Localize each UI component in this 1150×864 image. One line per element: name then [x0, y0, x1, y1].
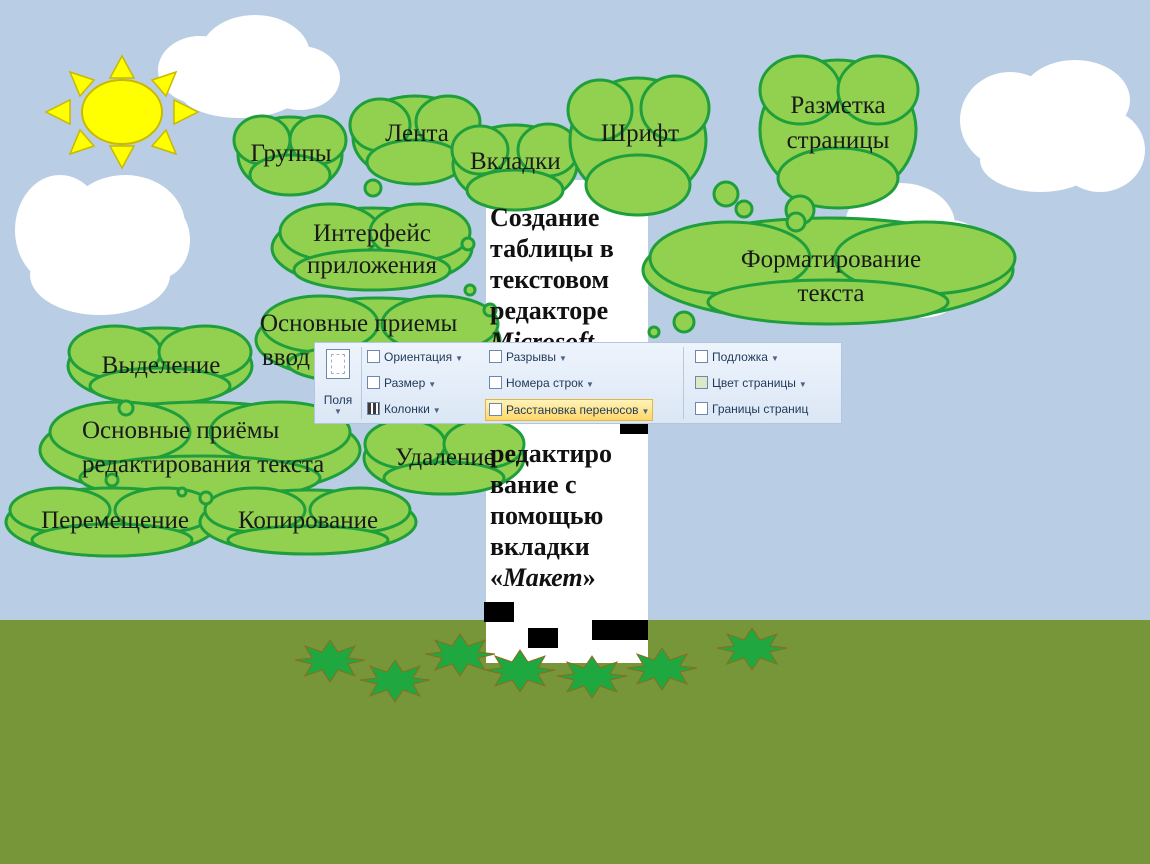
label-razmetka-1: Разметка	[790, 92, 886, 119]
label-formatting-1: Форматирование	[740, 246, 922, 273]
label-gruppy: Группы	[250, 140, 332, 167]
page-borders-label: Границы страниц	[712, 402, 809, 416]
trunk-line: редактиро	[490, 439, 613, 468]
bushes	[294, 627, 788, 703]
trunk-text-bottom: редактиро вание с помощью вкладки «Макет…	[490, 438, 648, 593]
columns-icon	[367, 402, 380, 415]
bush-7	[716, 627, 788, 671]
trunk-spot-4	[592, 620, 648, 640]
trunk-line: помощью	[490, 501, 604, 530]
chevron-down-icon: ▼	[798, 380, 807, 389]
line-numbers-label: Номера строк	[506, 376, 584, 390]
breaks-button[interactable]: Разрывы▼	[489, 347, 567, 367]
sun-icon	[44, 54, 200, 170]
cloud-razmetka	[758, 54, 920, 210]
orientation-button[interactable]: Ориентация▼	[367, 347, 463, 367]
label-vydelenie: Выделение	[101, 352, 221, 379]
trunk-line-last: «Макет»	[490, 562, 648, 593]
chevron-down-icon: ▼	[770, 354, 779, 363]
label-shrift: Шрифт	[600, 120, 680, 147]
white-cloud-2	[15, 175, 190, 315]
label-input-2: ввод	[262, 344, 310, 371]
trunk-spot-2	[484, 602, 514, 622]
chevron-down-icon: ▼	[558, 354, 567, 363]
hyphenation-icon	[489, 403, 502, 416]
trunk-line: таблицы в	[490, 234, 614, 263]
cloud-vkladki	[450, 122, 580, 212]
label-vkladki: Вкладки	[470, 148, 561, 175]
breaks-label: Разрывы	[506, 350, 556, 364]
chevron-down-icon: ▼	[641, 407, 650, 416]
bush-5	[556, 655, 628, 699]
thought-bubbles	[104, 178, 816, 506]
cloud-gruppy	[232, 114, 348, 197]
label-interface-2: приложения	[307, 252, 437, 279]
maket-word: Макет	[503, 563, 583, 592]
size-button[interactable]: Размер▼	[367, 373, 436, 393]
fields-icon	[326, 349, 350, 379]
label-razmetka-2: страницы	[786, 127, 890, 154]
ribbon-panel: Поля ▼ Ориентация▼ Размер▼ Колонки▼ Разр…	[314, 342, 842, 424]
page-borders-button[interactable]: Границы страниц	[695, 399, 808, 419]
white-cloud-1	[158, 15, 340, 118]
cloud-vydelenie	[66, 324, 254, 406]
watermark-icon	[695, 350, 708, 363]
columns-button[interactable]: Колонки▼	[367, 399, 441, 419]
trunk-line: Создание	[490, 203, 600, 232]
hyphenation-button[interactable]: Расстановка переносов▼	[485, 399, 654, 421]
label-input-1: Основные приемы	[260, 310, 458, 337]
bush-6	[626, 647, 698, 691]
cloud-kopirovanie	[198, 486, 418, 556]
line-numbers-icon	[489, 376, 502, 389]
trunk-spot-3	[528, 628, 558, 648]
quote-close: »	[582, 563, 596, 592]
size-icon	[367, 376, 380, 389]
page-color-button[interactable]: Цвет страницы▼	[695, 373, 807, 393]
white-cloud-3	[960, 60, 1145, 192]
chevron-down-icon: ▼	[428, 380, 437, 389]
label-interface-1: Интерфейс	[313, 220, 431, 247]
cloud-shrift	[566, 74, 711, 217]
trunk-line: текстовом	[490, 265, 610, 294]
page-borders-icon	[695, 402, 708, 415]
label-editing-1: Основные приёмы	[82, 417, 280, 444]
trunk-line: вание с	[490, 470, 577, 499]
columns-label: Колонки	[384, 402, 430, 416]
bush-2	[359, 659, 431, 703]
cloud-interface	[270, 202, 474, 292]
label-lenta: Лента	[385, 120, 449, 147]
label-formatting-2: текста	[797, 280, 865, 307]
label-kopirovanie: Копирование	[237, 507, 379, 534]
fields-button[interactable]: Поля ▼	[319, 347, 357, 419]
chevron-down-icon: ▼	[432, 406, 441, 415]
page-color-icon	[695, 376, 708, 389]
bush-1	[294, 639, 366, 683]
label-editing-2: редактирования текста	[82, 451, 325, 478]
watermark-button[interactable]: Подложка▼	[695, 347, 779, 367]
orientation-icon	[367, 350, 380, 363]
quote-open: «	[490, 563, 503, 592]
label-udalenie: Удаление	[395, 444, 495, 471]
bush-3	[424, 633, 496, 677]
trunk-line: редакторе	[490, 296, 609, 325]
fields-arrow-icon: ▼	[334, 407, 342, 416]
orientation-label: Ориентация	[384, 350, 453, 364]
line-numbers-button[interactable]: Номера строк▼	[489, 373, 594, 393]
trunk-line: вкладки	[490, 532, 590, 561]
fields-label: Поля	[323, 393, 353, 407]
chevron-down-icon: ▼	[455, 354, 464, 363]
trunk-text-top: Создание таблицы в текстовом редакторе M…	[490, 202, 648, 357]
breaks-icon	[489, 350, 502, 363]
page-color-label: Цвет страницы	[712, 376, 796, 390]
bush-4	[484, 649, 556, 693]
hyphenation-label: Расстановка переносов	[506, 403, 639, 417]
watermark-label: Подложка	[712, 350, 768, 364]
cloud-formatting	[641, 216, 1017, 326]
chevron-down-icon: ▼	[586, 380, 594, 389]
size-label: Размер	[384, 376, 426, 390]
label-peremeshchenie: Перемещение	[41, 507, 189, 534]
